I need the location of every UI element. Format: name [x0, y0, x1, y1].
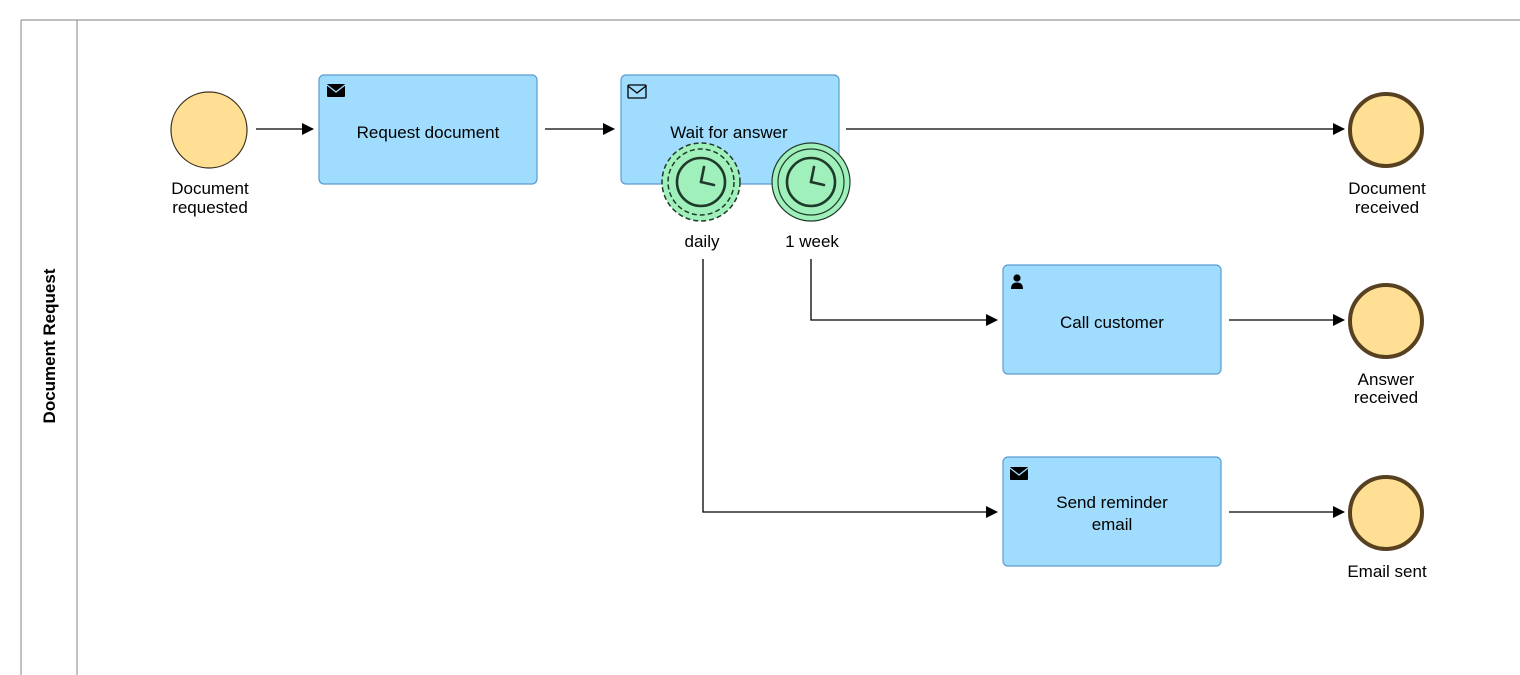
user-icon [1011, 274, 1023, 289]
sequence-flows [256, 123, 1345, 518]
timer-event-daily[interactable]: daily [661, 142, 741, 251]
start-event-label-line1: Document [171, 179, 249, 198]
end-received-label-line1: Document [1348, 179, 1426, 198]
task-request-label: Request document [357, 123, 500, 142]
timer-week-label: 1 week [785, 232, 839, 251]
pool-label: Document Request [40, 268, 59, 423]
envelope-outline-icon [627, 84, 647, 99]
end-event-email-sent[interactable]: Email sent [1347, 475, 1427, 581]
flow-daily-to-reminder[interactable] [702, 259, 998, 518]
task-reminder-label-line1: Send reminder [1056, 493, 1168, 512]
clock-icon [785, 156, 837, 208]
timer-event-1-week[interactable]: 1 week [771, 142, 851, 251]
task-wait-label: Wait for answer [670, 123, 788, 142]
end-answer-label-line2: received [1354, 388, 1418, 407]
start-event-label-line2: requested [172, 198, 248, 217]
flow-week-to-call[interactable] [810, 259, 998, 326]
envelope-filled-icon [326, 84, 346, 97]
pool[interactable]: Document Request [20, 19, 1520, 675]
end-email-label: Email sent [1347, 562, 1427, 581]
task-send-reminder-email[interactable]: Send reminder email [1002, 456, 1222, 567]
task-reminder-label-line2: email [1092, 515, 1133, 534]
timer-daily-label: daily [685, 232, 720, 251]
end-answer-label-line1: Answer [1358, 370, 1415, 389]
task-request-document[interactable]: Request document [318, 74, 538, 185]
end-event-document-received[interactable]: Document received [1348, 92, 1426, 217]
task-call-label: Call customer [1060, 313, 1164, 332]
start-event[interactable]: Document requested [170, 91, 249, 217]
task-call-customer[interactable]: Call customer [1002, 264, 1222, 375]
end-event-answer-received[interactable]: Answer received [1348, 283, 1424, 407]
envelope-filled-icon [1009, 467, 1029, 480]
clock-icon [675, 156, 727, 208]
end-received-label-line2: received [1355, 198, 1419, 217]
